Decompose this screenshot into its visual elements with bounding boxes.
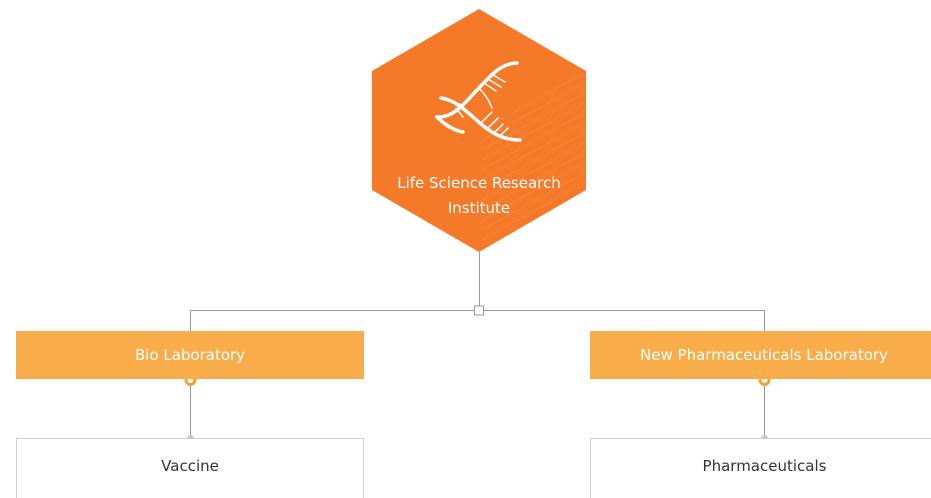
pharmaceuticals-node[interactable]: Pharmaceuticals bbox=[590, 438, 931, 498]
pharmaceuticals-label: Pharmaceuticals bbox=[702, 457, 827, 475]
new-pharmaceuticals-laboratory-label: New Pharmaceuticals Laboratory bbox=[640, 346, 888, 364]
root-title-line2: Institute bbox=[447, 199, 511, 217]
junction-square[interactable] bbox=[474, 305, 484, 316]
vaccine-node[interactable]: Vaccine bbox=[16, 438, 364, 498]
hexagon-shading bbox=[481, 71, 587, 241]
dna-icon bbox=[435, 61, 522, 142]
root-hexagon[interactable] bbox=[372, 9, 586, 252]
bio-laboratory-label: Bio Laboratory bbox=[134, 346, 246, 364]
bio-laboratory-node[interactable]: Bio Laboratory bbox=[16, 331, 364, 379]
root-node-label: Life Science Research Institute bbox=[374, 171, 584, 221]
new-pharmaceuticals-laboratory-node[interactable]: New Pharmaceuticals Laboratory bbox=[590, 331, 931, 379]
vaccine-label: Vaccine bbox=[161, 457, 219, 475]
root-title-line1: Life Science Research bbox=[397, 174, 561, 192]
